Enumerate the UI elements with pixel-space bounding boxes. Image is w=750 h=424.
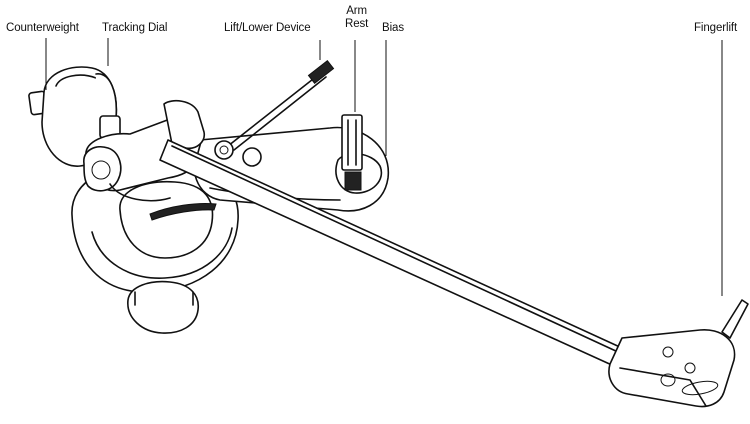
arm-rest-label-line1: Arm [346,5,368,17]
headshell-drawing [608,299,749,408]
bias-label: Bias [382,22,404,34]
lift-lower-device-label: Lift/Lower Device [224,22,311,34]
arm-rest-label: Arm Rest [345,5,368,31]
arm-tube [159,139,623,367]
tracking-dial-label: Tracking Dial [102,22,168,34]
fingerlift-label: Fingerlift [694,22,738,34]
leader-lines [45,38,723,296]
pivot-assembly [83,99,217,221]
counterweight-label: Counterweight [6,22,79,34]
arm-rest-label-line2: Rest [345,18,369,30]
lift-lower-lever [214,59,335,167]
